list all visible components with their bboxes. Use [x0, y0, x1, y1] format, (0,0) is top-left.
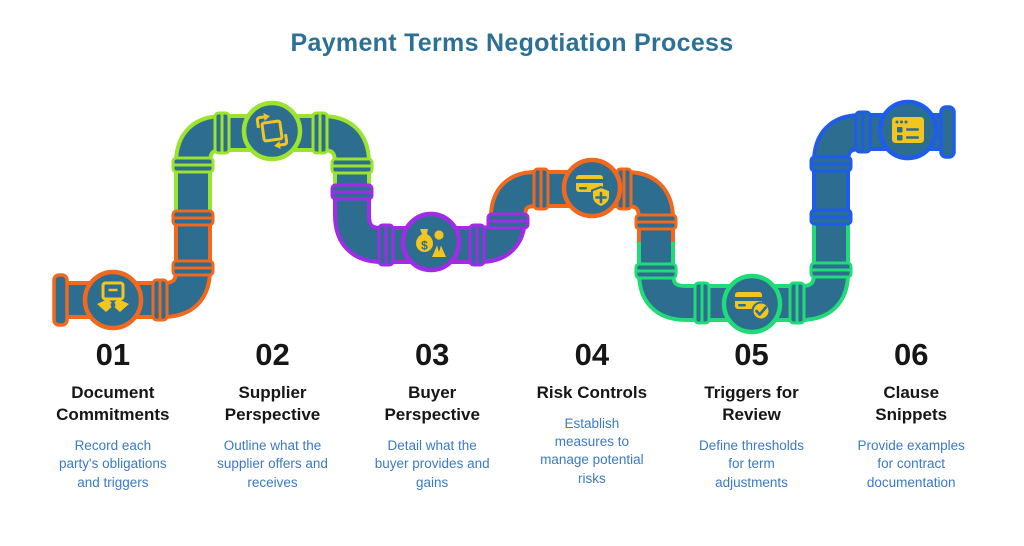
- step-column-2: 02 Supplier Perspective Outline what the…: [193, 337, 353, 492]
- step-title: Clause Snippets: [875, 382, 948, 424]
- step-node-2: [241, 100, 303, 162]
- step-column-5: 05 Triggers for Review Define thresholds…: [672, 337, 832, 492]
- step-column-1: 01 Document Commitments Record each part…: [33, 337, 193, 492]
- step-node-4: [561, 157, 623, 219]
- step-node-6: [877, 99, 939, 161]
- node-circle: [241, 100, 303, 162]
- step-node-5: [721, 273, 783, 335]
- pipe-flanges: [151, 110, 872, 325]
- pipe-end-cap: [939, 105, 956, 159]
- step-description: Record each party's obligations and trig…: [59, 437, 167, 490]
- step-node-3: $: [400, 211, 462, 273]
- step-number: 03: [414, 337, 450, 372]
- document-exchange-icon: [255, 113, 289, 149]
- pipe-start-cap: [52, 273, 69, 327]
- pipe-flange: [171, 155, 853, 280]
- step-number: 04: [574, 337, 610, 372]
- step-title: Buyer Perspective: [384, 382, 480, 424]
- step-column-3: 03 Buyer Perspective Detail what the buy…: [352, 337, 512, 492]
- page-title: Payment Terms Negotiation Process: [290, 29, 734, 57]
- step-node-1: [82, 269, 144, 331]
- money-bag-person-icon: $: [416, 229, 446, 257]
- step-title: Risk Controls: [536, 382, 648, 402]
- step-description: Establish measures to manage potential r…: [540, 415, 644, 486]
- step-description: Outline what the supplier offers and rec…: [217, 437, 328, 490]
- step-number: 06: [893, 337, 929, 372]
- step-description: Define thresholds for term adjustments: [698, 437, 805, 490]
- card-check-icon: [735, 292, 771, 321]
- step-description: Detail what the buyer provides and gains: [374, 437, 490, 490]
- card-shield-plus-icon: [576, 175, 611, 209]
- step-title: Document Commitments: [56, 382, 170, 424]
- step-number: 05: [734, 337, 769, 372]
- svg-text:$: $: [421, 239, 428, 253]
- step-number: 02: [255, 337, 290, 372]
- step-number: 01: [95, 337, 131, 372]
- step-description: Provide examples for contract documentat…: [857, 437, 965, 490]
- step-column-4: 04 Risk Controls Establish measures to m…: [512, 337, 672, 492]
- step-column-6: 06 Clause Snippets Provide examples for …: [831, 337, 991, 492]
- steps-row: 01 Document Commitments Record each part…: [33, 337, 991, 492]
- document-handshake-icon: [97, 281, 129, 312]
- browser-list-icon: [892, 117, 924, 143]
- step-title: Triggers for Review: [704, 382, 799, 424]
- pipe-endcaps: [52, 105, 956, 327]
- step-title: Supplier Perspective: [224, 382, 321, 424]
- pipe-flange: [151, 110, 872, 325]
